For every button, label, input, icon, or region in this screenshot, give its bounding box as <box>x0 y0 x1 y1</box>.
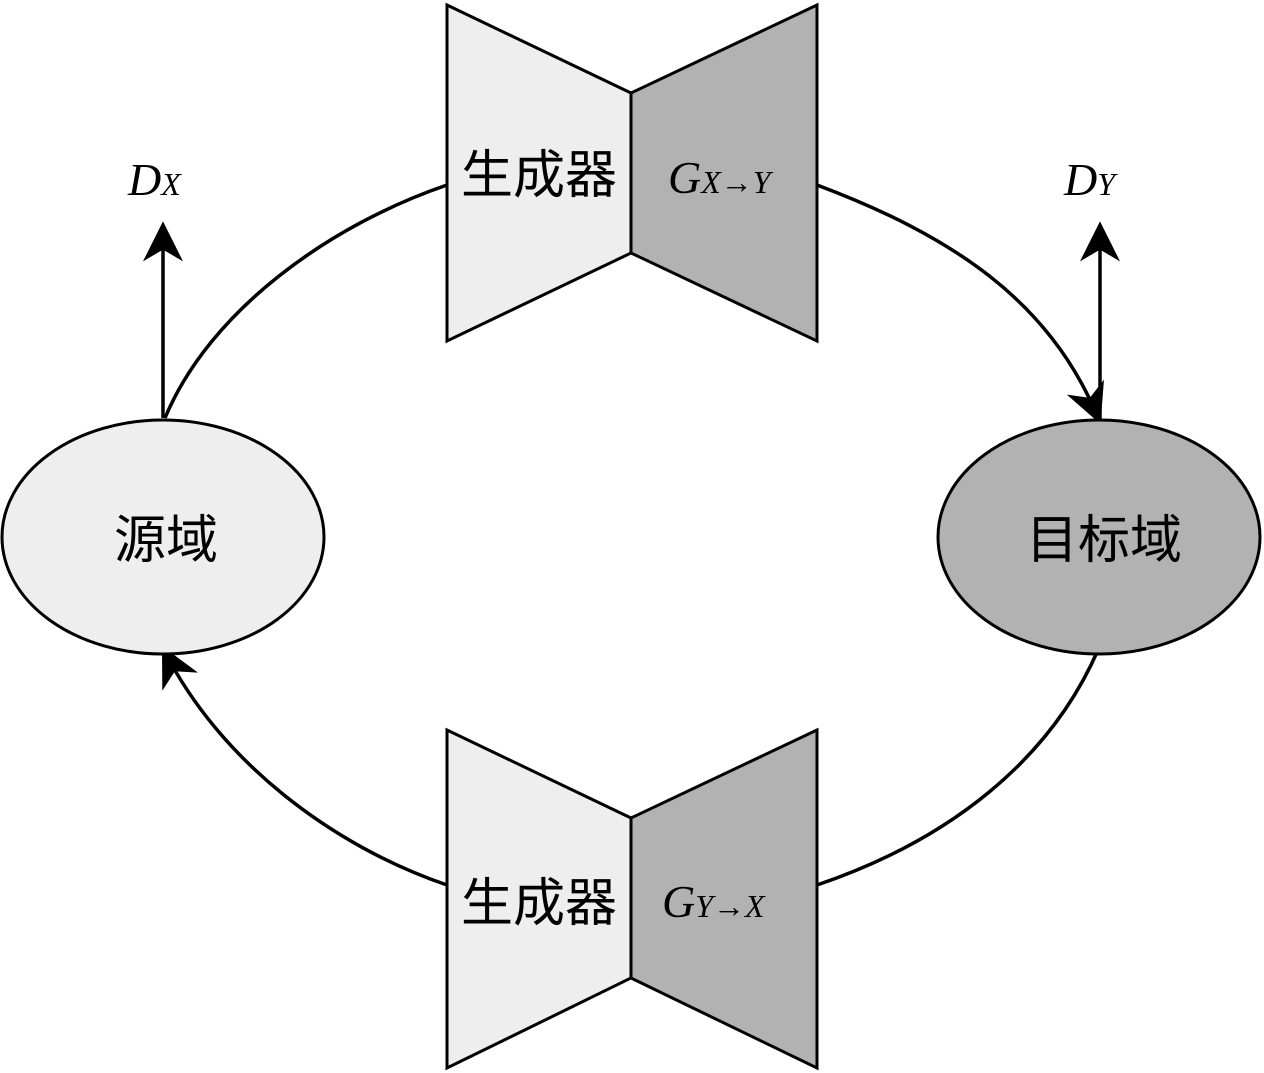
target-domain: 目标域 <box>936 418 1262 656</box>
generator-top-formula: GX→Y <box>668 152 774 203</box>
discriminator-x-subscript: X <box>159 166 182 202</box>
arc-bottom-generator-to-source <box>161 646 448 887</box>
generator-top-subscript: X→Y <box>699 164 774 200</box>
discriminator-y-label: DY <box>1063 154 1118 205</box>
discriminator-x-label: DX <box>127 154 182 205</box>
source-domain: 源域 <box>0 418 326 656</box>
discriminator-y-subscript: Y <box>1097 166 1118 202</box>
arc-source-to-top-generator <box>163 183 448 419</box>
generator-top-symbol: G <box>668 152 701 203</box>
generator-top-label: 生成器 <box>461 146 617 206</box>
generator-bottom-decoder <box>629 727 819 1071</box>
generator-top-decoder <box>629 2 819 344</box>
generator-top: 生成器 GX→Y <box>445 2 819 344</box>
arc-top-generator-to-target <box>816 183 1104 425</box>
generator-bottom-formula: GY→X <box>662 876 766 927</box>
generator-bottom-symbol: G <box>662 876 695 927</box>
source-domain-ellipse <box>0 418 326 656</box>
generator-bottom-label: 生成器 <box>461 874 617 934</box>
discriminator-x-symbol: D <box>127 154 161 205</box>
generator-bottom-subscript: Y→X <box>695 888 766 924</box>
discriminator-y-symbol: D <box>1063 154 1097 205</box>
target-domain-label: 目标域 <box>1026 511 1182 571</box>
target-domain-ellipse <box>936 418 1262 656</box>
source-domain-label: 源域 <box>114 511 218 571</box>
arc-target-to-bottom-generator <box>816 649 1100 887</box>
generator-bottom: 生成器 GY→X <box>445 727 819 1071</box>
